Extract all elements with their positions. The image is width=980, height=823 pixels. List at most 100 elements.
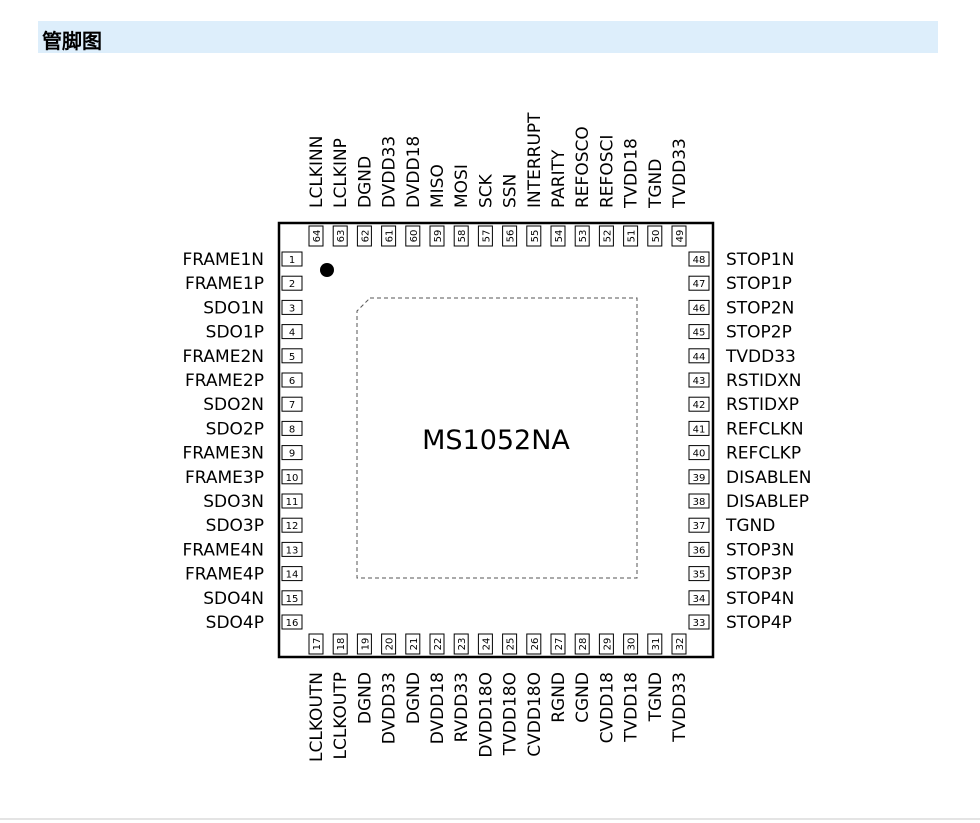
pin-number: 29 (602, 638, 613, 651)
pin-name: INTERRUPT (525, 112, 545, 208)
pin-number: 19 (360, 638, 371, 651)
pin-name: LCLKINN (307, 136, 327, 208)
pin-pad (688, 275, 710, 291)
pin-number: 54 (554, 230, 565, 243)
pin-pad (405, 225, 421, 247)
pin-number: 43 (693, 376, 706, 387)
pin-pad (550, 225, 566, 247)
pin-number: 28 (578, 638, 589, 651)
pin-pad (429, 225, 445, 247)
pin-name: TVDD18 (622, 138, 642, 209)
pin-number: 41 (693, 424, 706, 435)
pin-pad (281, 251, 303, 267)
pin-name: FRAME2N (183, 347, 264, 367)
pin-pad (688, 517, 710, 533)
pin-name: DVDD18 (428, 672, 448, 744)
pin-pad (671, 633, 687, 655)
pin: 7 SDO2N (203, 395, 303, 415)
pin-number: 38 (693, 497, 706, 508)
pin-pad (332, 225, 348, 247)
section-heading: 管脚图 (38, 21, 938, 53)
pin-number: 37 (693, 521, 706, 532)
pin-number: 59 (433, 230, 444, 243)
pin-pad (281, 517, 303, 533)
pin-number: 7 (289, 400, 295, 411)
pin-name: FRAME3P (185, 468, 264, 488)
pin-name: TGND (646, 159, 666, 209)
pin-number: 42 (693, 400, 706, 411)
pin-number: 8 (289, 424, 295, 435)
pin-name: SDO4P (206, 613, 264, 633)
pin-pad (453, 225, 469, 247)
pin-number: 45 (693, 328, 706, 339)
pin-name: SDO2N (203, 395, 264, 415)
pin-number: 16 (286, 618, 299, 629)
pin-number: 13 (286, 545, 299, 556)
pin-number: 60 (409, 230, 420, 243)
pin-pad (598, 633, 614, 655)
pin-number: 61 (385, 230, 396, 243)
pin-pad (453, 633, 469, 655)
pin-name: DGND (355, 672, 375, 724)
pin-pad (647, 225, 663, 247)
pin-pad (356, 633, 372, 655)
pin: 54 PARITY (549, 149, 569, 247)
pin-name: REFCLKN (726, 419, 804, 439)
pin-name: SDO1P (206, 323, 264, 343)
pin-name: CGND (573, 672, 593, 723)
pin-name: LCLKOUTP (331, 672, 351, 760)
pin-number: 55 (530, 230, 541, 243)
pin-pad (429, 633, 445, 655)
pin-pad (281, 445, 303, 461)
pin-name: PARITY (549, 149, 569, 208)
pin-number: 31 (651, 638, 662, 651)
pin-number: 3 (289, 303, 295, 314)
left-pins: 1FRAME1N2FRAME1P3SDO1N4SDO1P5FRAME2N6FRA… (183, 250, 303, 633)
pin-name: REFCLKP (726, 444, 801, 464)
pin-pad (281, 275, 303, 291)
pin-pad (281, 493, 303, 509)
pin-name: TVDD33 (670, 672, 690, 743)
pin-number: 50 (651, 230, 662, 243)
pin-pad (405, 633, 421, 655)
pin-number: 20 (385, 638, 396, 651)
pin-pad (281, 324, 303, 340)
pin-number: 18 (336, 638, 347, 651)
pin-number: 32 (675, 638, 686, 651)
pin-number: 14 (286, 570, 299, 581)
pin-name: STOP3P (726, 565, 792, 585)
pin-name: DVDD33 (380, 672, 400, 744)
pin-name: FRAME3N (183, 444, 264, 464)
pin-pad (281, 541, 303, 557)
pin-name: DVDD18O (476, 672, 496, 758)
pin-pad (688, 541, 710, 557)
pin-number: 15 (286, 594, 299, 605)
pin-pad (281, 566, 303, 582)
